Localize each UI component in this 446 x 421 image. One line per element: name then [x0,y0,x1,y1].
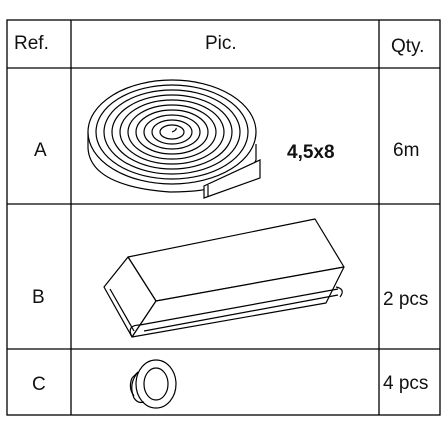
row-a-dimension: 4,5x8 [287,142,335,163]
tape-roll-icon [87,79,261,199]
row-a-ref: A [34,140,47,161]
header-qty: Qty. [391,36,425,57]
row-a-qty: 6m [393,140,420,161]
header-ref: Ref. [14,33,49,54]
row-c-qty: 4 pcs [383,373,429,394]
row-c-ref: C [32,374,46,395]
row-b-qty: 2 pcs [383,289,429,310]
profile-channel-icon [103,218,345,338]
header-pic: Pic. [205,33,237,54]
grommet-icon [129,359,177,409]
row-b-ref: B [32,287,45,308]
